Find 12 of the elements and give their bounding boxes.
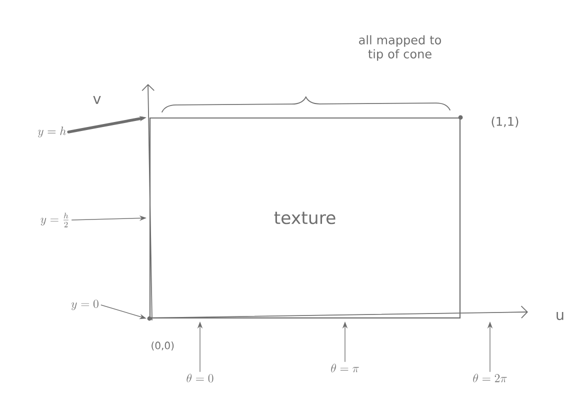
axis-label: v [93,96,101,104]
formula-label: $y = \frac{h}{2}$ [40,212,68,228]
formula-label: $y = 0$ [71,300,98,310]
texture-rectangle: texture [149,117,461,319]
formula-label: $\theta = 0$ [186,374,214,382]
formula-label: $\theta = \pi$ [331,364,359,372]
formula-label: $y = h$ [38,126,66,138]
note-text: all mapped to tip of cone [359,35,441,61]
axis-label: u [556,312,564,320]
coordinate-label: (0,0) [152,342,174,350]
formula-label: $\theta = 2\pi$ [473,374,507,382]
coordinate-label: (1,1) [492,116,518,128]
